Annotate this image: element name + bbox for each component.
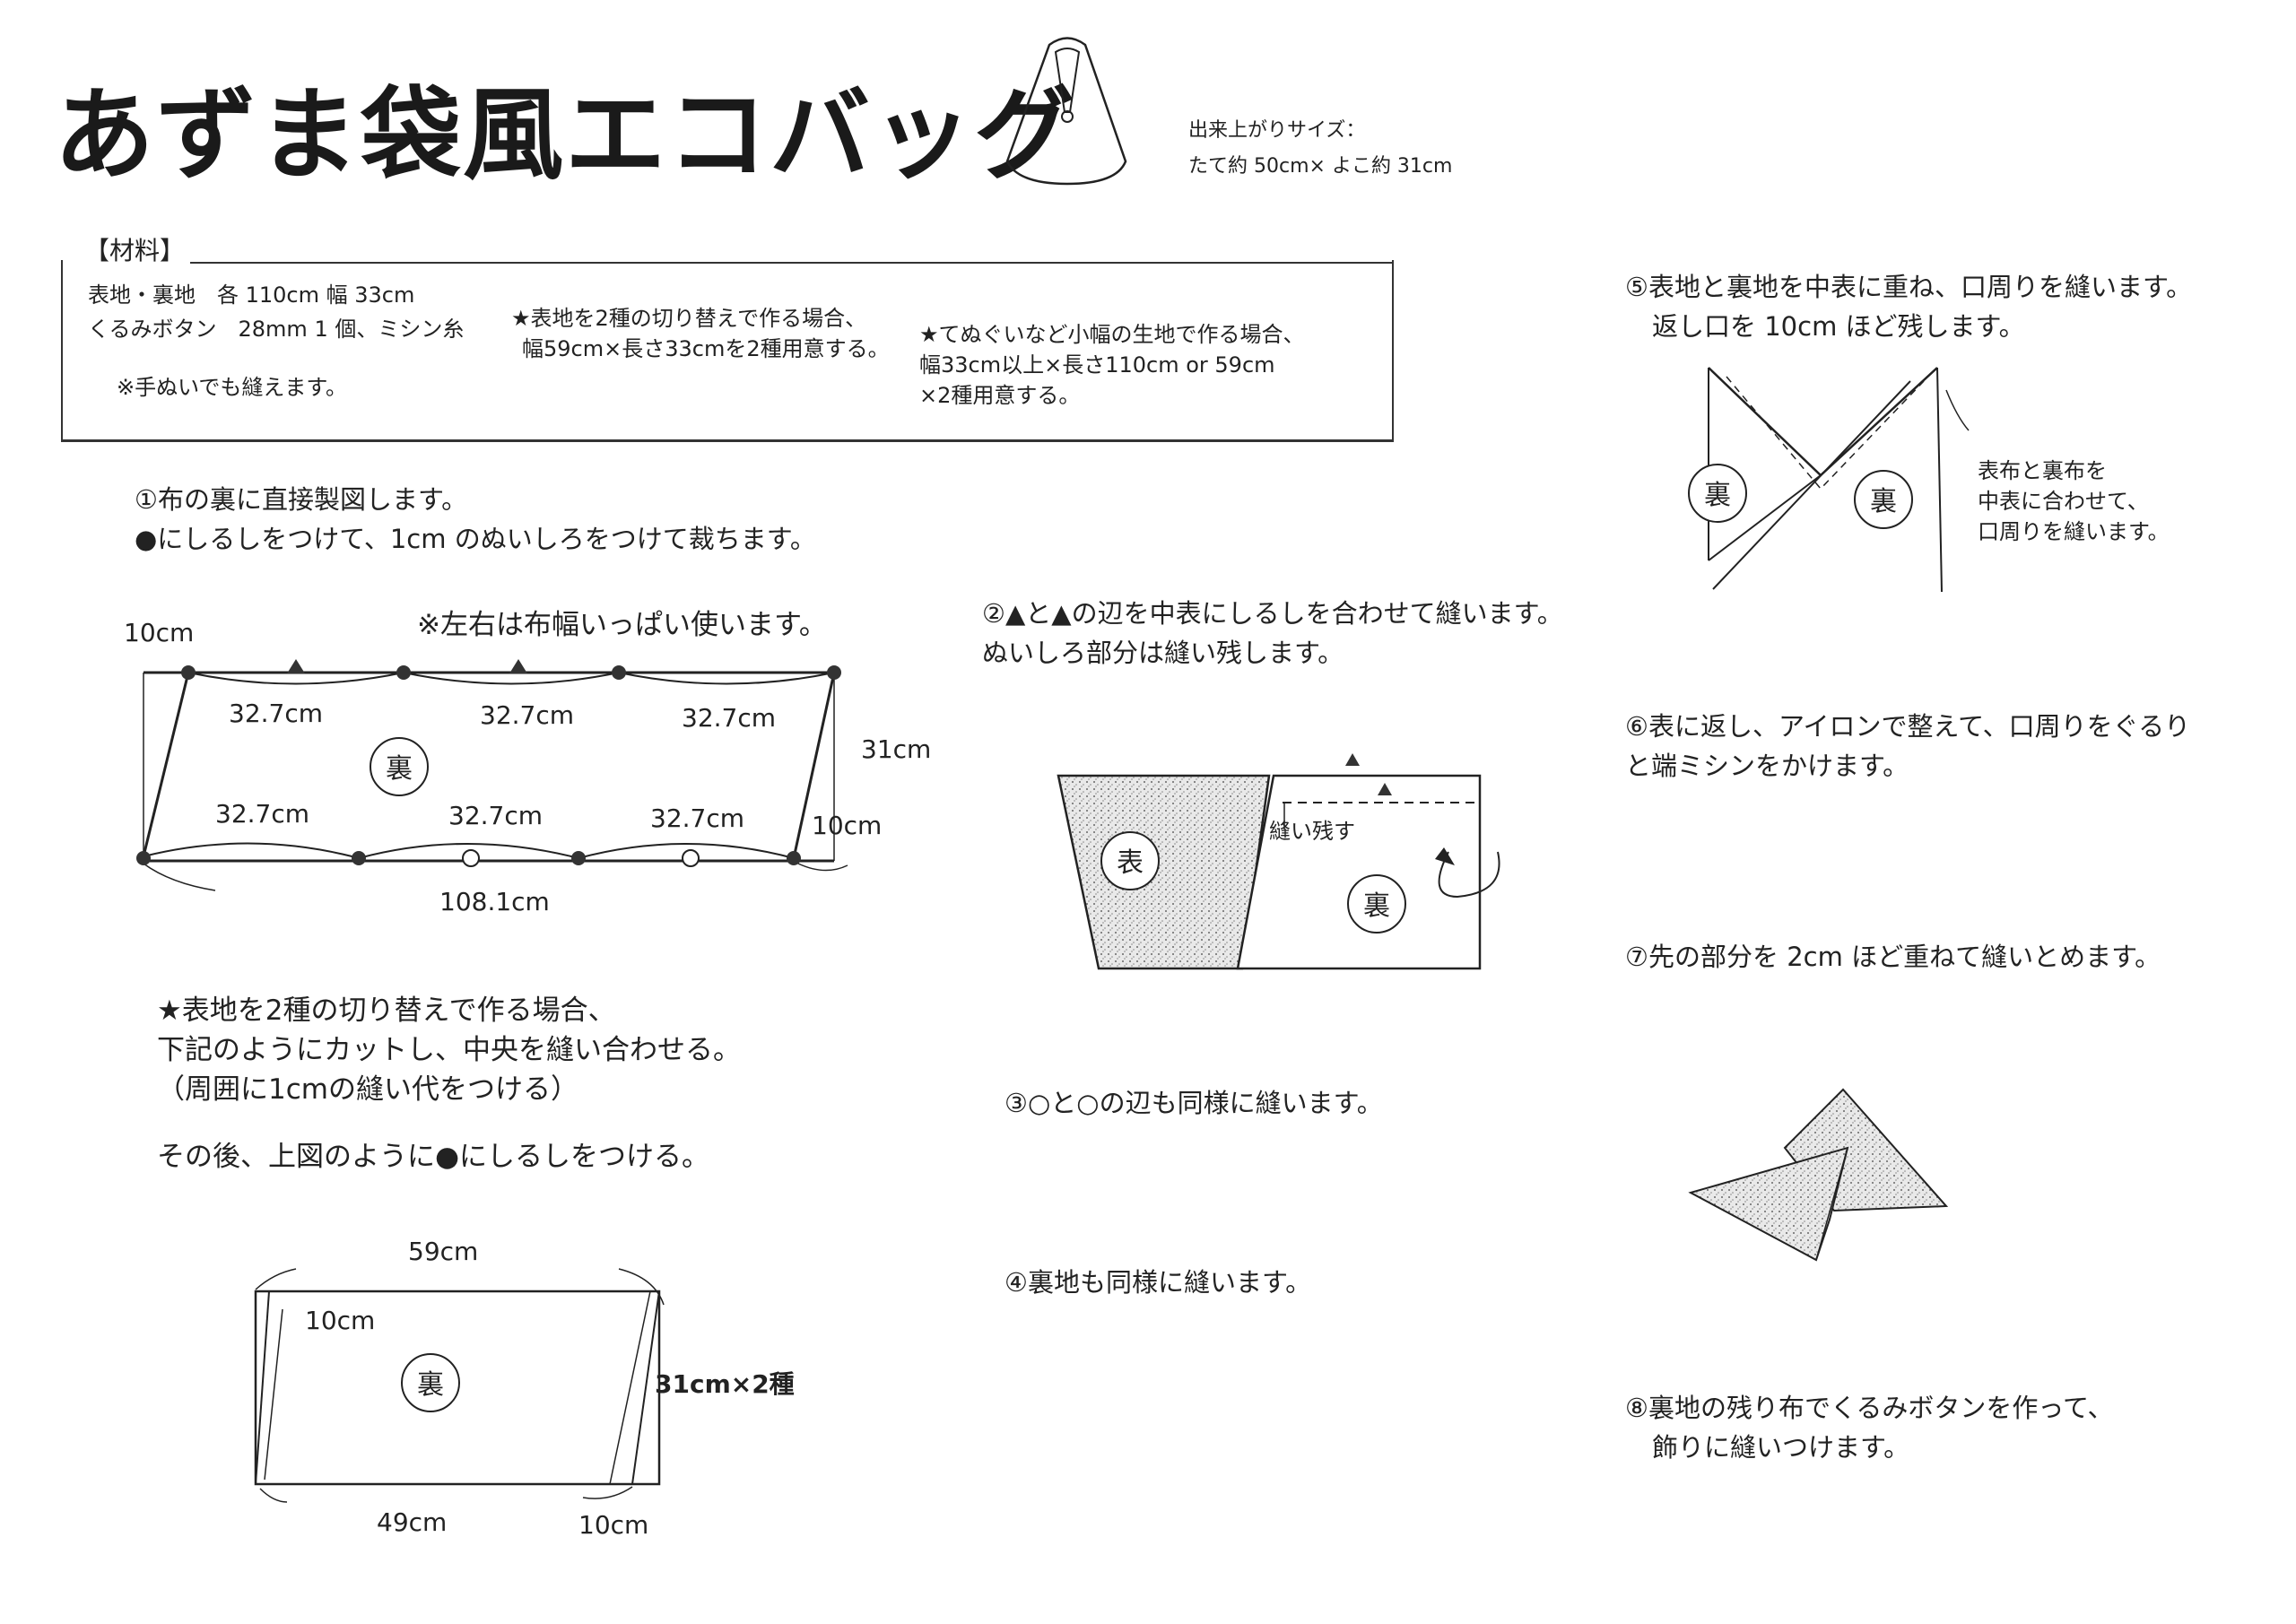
star-section-diagram: 裏 59cm 10cm 31cm×2種 49cm 10cm (254, 1237, 795, 1540)
materials-star-b-line-1: ★てぬぐいなど小幅の生地で作る場合、 (919, 322, 1305, 347)
materials-line-3: ※手ぬいでも縫えます。 (117, 375, 347, 400)
step1-line-2: ●にしるしをつけて、1cm のぬいしろをつけて裁ちます。 (135, 524, 816, 554)
star-section-line-2: 下記のようにカットし、中央を縫い合わせる。 (157, 1034, 741, 1066)
star-dim-top: 59cm (408, 1237, 478, 1266)
materials-star-a: ★表地を2種の切り替えで作る場合、 幅59cm×長さ33cmを2種用意する。 (511, 303, 890, 364)
step6-text: ⑥表に返し、アイロンで整えて、口周りをぐるり と端ミシンをかけます。 (1625, 707, 2190, 786)
step1-note: ※左右は布幅いっぱい使います。 (417, 609, 827, 641)
step6-line-2: と端ミシンをかけます。 (1625, 751, 1909, 781)
step5-note-line-1: 表布と裏布を (1978, 458, 2107, 483)
materials-star-a-line-2: 幅59cm×長さ33cmを2種用意する。 (522, 336, 890, 361)
step1-dim-bottom-2: 32.7cm (448, 801, 543, 830)
star-dim-side: 31cm×2種 (655, 1369, 795, 1399)
step8-text: ⑧裏地の残り布でくるみボタンを作って、 飾りに縫いつけます。 (1625, 1388, 2114, 1467)
materials-star-b-line-2: 幅33cm以上×長さ110cm or 59cm (919, 352, 1275, 378)
star-section-after: その後、上図のように●にしるしをつける。 (157, 1141, 710, 1173)
star-section-line-1: ★表地を2種の切り替えで作る場合、 (157, 994, 616, 1027)
star-dim-left-offset: 10cm (305, 1306, 375, 1335)
step7-text: ⑦先の部分を 2cm ほど重ねて縫いとめます。 (1625, 942, 2161, 972)
step4-text: ④裏地も同様に縫います。 (1004, 1267, 1312, 1298)
finished-size: 出来上がりサイズ： たて約 50cm× よこ約 31cm (1188, 113, 1452, 185)
step5-note: 表布と裏布を 中表に合わせて、 口周りを縫います。 (1978, 456, 2170, 547)
star-center-mark: 裏 (417, 1369, 444, 1401)
step1-dim-height: 31cm (861, 734, 931, 764)
materials-line-1: 表地・裏地 各 110cm 幅 33cm (88, 282, 415, 308)
step5-line-2: 返し口を 10cm ほど残します。 (1652, 311, 2025, 342)
step8-line-2: 飾りに縫いつけます。 (1652, 1432, 1910, 1463)
step2-line-1: ②▲と▲の辺を中表にしるしを合わせて縫います。 (982, 598, 1563, 629)
step1-pattern-diagram: 裏 10cm 32.7cm 32.7cm 32.7cm 32.7cm 32.7c… (124, 618, 931, 916)
materials-star-b: ★てぬぐいなど小幅の生地で作る場合、 幅33cm以上×長さ110cm or 59… (919, 319, 1305, 411)
materials-heading: 【材料】 (79, 231, 191, 267)
step1-dim-left-top: 10cm (124, 618, 194, 647)
step5-note-line-3: 口周りを縫います。 (1978, 519, 2170, 544)
step5-note-line-2: 中表に合わせて、 (1978, 489, 2149, 514)
step8-line-1: ⑧裏地の残り布でくるみボタンを作って、 (1625, 1393, 2114, 1423)
finished-size-value: たて約 50cm× よこ約 31cm (1188, 155, 1453, 178)
step1-center-mark: 裏 (386, 753, 413, 785)
step7-diagram (1688, 1088, 1949, 1262)
step2-diagram: 表 裏 縫い残す (1057, 753, 1500, 970)
star-section-text: ★表地を2種の切り替えで作る場合、 下記のようにカットし、中央を縫い合わせる。 … (157, 991, 741, 1109)
step1-dim-bottom-total: 108.1cm (439, 887, 550, 916)
materials-box-topline (190, 262, 1392, 264)
step5-text: ⑤表地と裏地を中表に重ね、口周りを縫います。 返し口を 10cm ほど残します。 (1625, 267, 2192, 346)
finished-size-label: 出来上がりサイズ： (1188, 119, 1366, 142)
step3-text: ③○と○の辺も同様に縫います。 (1004, 1088, 1383, 1118)
step2-leave-label: 縫い残す (1269, 819, 1355, 844)
step1-dim-top-2: 32.7cm (480, 700, 574, 730)
materials-box (61, 260, 1394, 442)
star-dim-bottom: 49cm (377, 1507, 447, 1537)
step1-dim-top-3: 32.7cm (682, 703, 776, 733)
step5-mark-1: 裏 (1704, 480, 1731, 511)
step2-right-mark: 裏 (1363, 890, 1390, 922)
step6-line-1: ⑥表に返し、アイロンで整えて、口周りをぐるり (1625, 711, 2191, 742)
page-title: あずま袋風エコバッグ (54, 76, 1076, 194)
step5-mark-2: 裏 (1870, 486, 1897, 517)
step1-text: ①布の裏に直接製図します。 ●にしるしをつけて、1cm のぬいしろをつけて裁ちま… (135, 480, 816, 559)
step1-line-1: ①布の裏に直接製図します。 (135, 484, 468, 515)
materials-line-2: くるみボタン 28mm 1 個、ミシン糸 (88, 317, 465, 342)
step1-dim-bottom-3: 32.7cm (650, 803, 744, 833)
step5-diagram: 裏 裏 (1688, 367, 1970, 593)
star-section-line-3: （周囲に1cmの縫い代をつける） (157, 1073, 578, 1106)
step1-dim-bottom-1: 32.7cm (215, 799, 309, 829)
step2-text: ②▲と▲の辺を中表にしるしを合わせて縫います。 ぬいしろ部分は縫い残します。 (982, 594, 1563, 673)
step2-line-2: ぬいしろ部分は縫い残します。 (982, 638, 1344, 668)
materials-star-a-line-1: ★表地を2種の切り替えで作る場合、 (511, 306, 867, 331)
materials-star-b-line-3: ×2種用意する。 (919, 383, 1081, 408)
step5-line-1: ⑤表地と裏地を中表に重ね、口周りを縫います。 (1625, 272, 2193, 302)
step1-dim-top-1: 32.7cm (229, 699, 323, 728)
step2-left-mark: 表 (1117, 847, 1144, 879)
step1-dim-right-bottom: 10cm (812, 811, 882, 840)
bag-sketch-icon (1005, 37, 1127, 186)
star-dim-right-offset: 10cm (578, 1510, 648, 1540)
